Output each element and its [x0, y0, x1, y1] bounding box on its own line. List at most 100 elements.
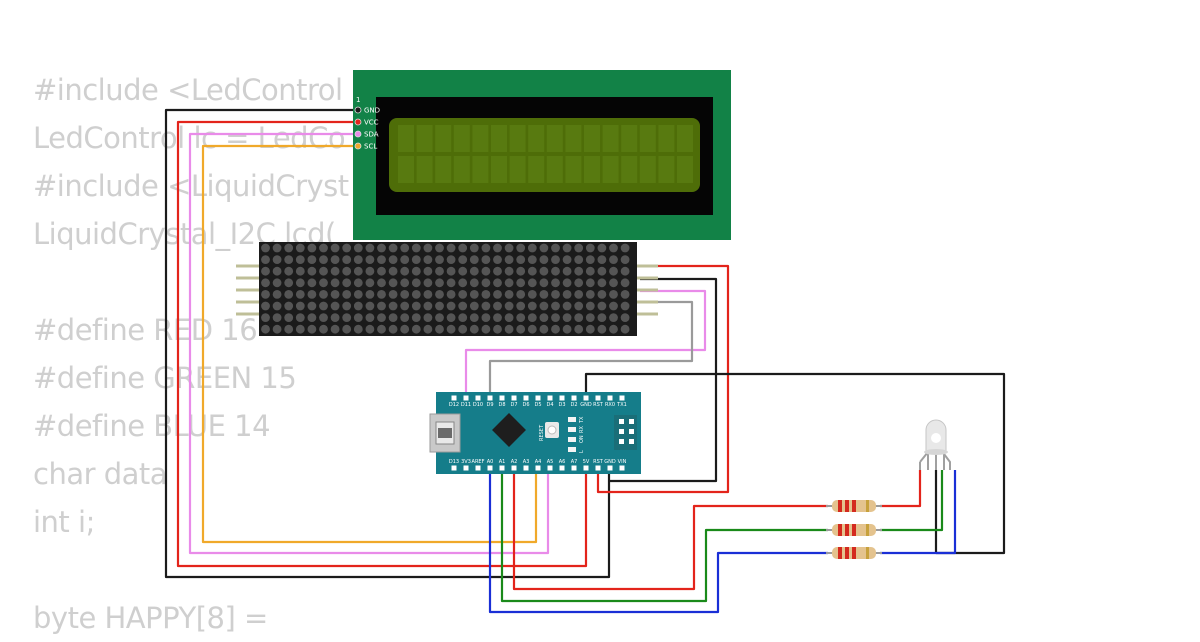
matrix-led: [284, 290, 294, 299]
resistor[interactable]: [826, 524, 882, 536]
matrix-led: [272, 324, 282, 334]
matrix-led: [446, 278, 456, 288]
lcd-pin-gnd[interactable]: [354, 106, 362, 114]
matrix-led: [261, 243, 270, 253]
nano-pin-d10[interactable]: [475, 395, 481, 401]
code-line: LiquidCrystal_I2C lcd(: [33, 217, 336, 251]
nano-pin-a5[interactable]: [547, 465, 553, 471]
nano-pin-rx0[interactable]: [607, 395, 613, 401]
lcd-pin-scl[interactable]: [354, 142, 362, 150]
nano-pin-gnd[interactable]: [583, 395, 589, 401]
matrix-led: [307, 255, 317, 264]
resistor[interactable]: [826, 547, 882, 559]
nano-pin-5v[interactable]: [583, 465, 589, 471]
nano-pin-d7[interactable]: [511, 395, 517, 401]
matrix-led: [527, 255, 537, 264]
nano-led-label: TX: [579, 416, 585, 424]
nano-pin-a7[interactable]: [571, 465, 577, 471]
matrix-led: [365, 266, 375, 276]
matrix-led: [284, 255, 294, 264]
matrix-led: [342, 290, 352, 299]
matrix-led: [527, 313, 537, 322]
nano-pin-vin[interactable]: [619, 465, 625, 471]
matrix-led: [411, 278, 421, 288]
nano-pin-label: A6: [559, 459, 566, 465]
matrix-led: [504, 278, 514, 288]
matrix-led: [539, 255, 549, 264]
nano-pin-3v3[interactable]: [463, 465, 469, 471]
nano-pin-rst[interactable]: [595, 465, 601, 471]
nano-pin-d9[interactable]: [487, 395, 493, 401]
lcd-pin-sda[interactable]: [354, 130, 362, 138]
matrix-led: [365, 324, 375, 334]
nano-pin-d3[interactable]: [559, 395, 565, 401]
nano-led-tx: [568, 417, 576, 422]
nano-pin-d4[interactable]: [547, 395, 553, 401]
nano-pin-aref[interactable]: [475, 465, 481, 471]
matrix-led: [539, 266, 549, 276]
matrix-led: [272, 266, 282, 276]
matrix-led: [272, 255, 282, 264]
lcd-pin1-label: 1: [356, 96, 360, 104]
nano-pin-d12[interactable]: [451, 395, 457, 401]
nano-pin-label: D5: [534, 402, 541, 408]
nano-pin-a1[interactable]: [499, 465, 505, 471]
nano-led-rx: [568, 427, 576, 432]
rgb-led[interactable]: [919, 419, 951, 470]
matrix-led: [388, 266, 398, 276]
wire-a0-blue: [488, 466, 828, 614]
nano-pin-gnd[interactable]: [607, 465, 613, 471]
matrix-led: [516, 301, 526, 311]
matrix-led: [423, 313, 433, 322]
matrix-led: [493, 243, 502, 253]
nano-pin-d8[interactable]: [499, 395, 505, 401]
lcd-cell: [509, 125, 526, 152]
nano-pin-d11[interactable]: [463, 395, 469, 401]
lcd-pin-label: VCC: [364, 119, 379, 127]
nano-pin-d5[interactable]: [535, 395, 541, 401]
matrix-led: [330, 278, 340, 288]
matrix-led: [411, 255, 421, 264]
matrix-led: [353, 301, 363, 311]
nano-pin-a3[interactable]: [523, 465, 529, 471]
matrix-led: [435, 278, 444, 288]
nano-pin-tx1[interactable]: [619, 395, 625, 401]
nano-pin-label: VIN: [618, 459, 627, 465]
matrix-header-pin-left: [236, 312, 260, 316]
matrix-led: [539, 290, 549, 299]
matrix-led: [307, 301, 317, 311]
nano-pin-label: A3: [523, 459, 530, 465]
matrix-led: [261, 290, 270, 299]
nano-pin-d2[interactable]: [571, 395, 577, 401]
matrix-led: [295, 266, 305, 276]
lcd-pin-vcc[interactable]: [354, 118, 362, 126]
nano-pin-a2[interactable]: [511, 465, 517, 471]
matrix-led: [458, 278, 468, 288]
matrix-led: [469, 266, 479, 276]
matrix-led: [562, 301, 572, 311]
nano-pin-a0[interactable]: [487, 465, 493, 471]
matrix-led: [261, 255, 270, 264]
lcd-cell: [565, 125, 582, 152]
matrix-led: [342, 313, 352, 322]
matrix-led: [562, 243, 572, 253]
nano-pin-d6[interactable]: [523, 395, 529, 401]
nano-pin-a4[interactable]: [535, 465, 541, 471]
nano-pin-rst[interactable]: [595, 395, 601, 401]
nano-pin-d13[interactable]: [451, 465, 457, 471]
code-line: int i;: [33, 505, 95, 539]
lcd-pin-label: SCL: [364, 143, 377, 151]
matrix-led: [377, 278, 386, 288]
resistor[interactable]: [826, 500, 882, 512]
matrix-led: [330, 243, 340, 253]
matrix-led: [620, 313, 630, 322]
led-matrix-module[interactable]: [236, 242, 658, 336]
matrix-led: [481, 324, 491, 334]
nano-pin-a6[interactable]: [559, 465, 565, 471]
matrix-led: [516, 324, 526, 334]
matrix-led: [609, 243, 618, 253]
